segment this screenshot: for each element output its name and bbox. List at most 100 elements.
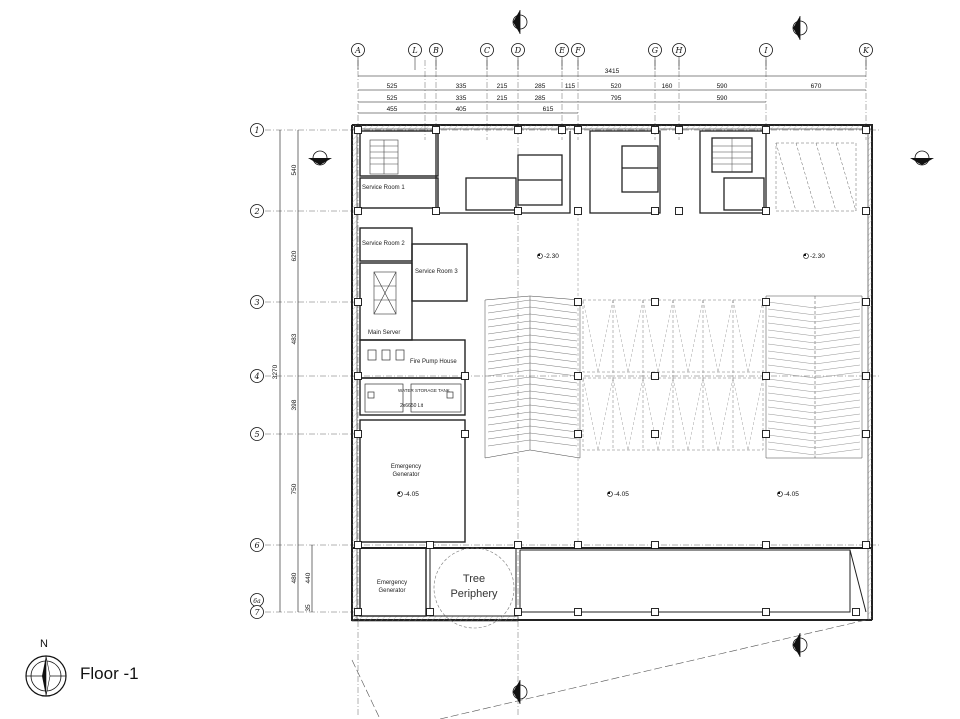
structural-column — [762, 541, 770, 549]
label-service-room-1: Service Room 1 — [362, 185, 405, 191]
dim-left-part: 480 — [291, 572, 298, 583]
dim-top-row3: 615 — [543, 106, 554, 113]
parking-bays — [582, 299, 764, 451]
label-water-tank-size: 2x6650 Lit — [400, 403, 424, 409]
level-value: -2.30 — [544, 253, 559, 260]
site-boundary — [351, 619, 867, 719]
level-value: -4.05 — [784, 491, 799, 498]
column-bubble-B: B — [429, 43, 443, 70]
structural-column — [862, 541, 870, 549]
dim-top-row1: 160 — [662, 83, 673, 90]
structural-column — [514, 608, 522, 616]
dim-top-row3: 455 — [387, 106, 398, 113]
structural-column — [514, 126, 522, 134]
structural-column — [514, 541, 522, 549]
structural-column — [852, 608, 860, 616]
dim-top-row3: 405 — [456, 106, 467, 113]
dim-left-sub: 35 — [305, 604, 312, 612]
dim-top-row2: 285 — [535, 95, 546, 102]
svg-text:F: F — [574, 46, 581, 55]
structural-column — [574, 298, 582, 306]
section-marker-right — [910, 150, 934, 166]
fire-pumps — [367, 349, 405, 361]
section-marker-bottom-2 — [792, 633, 808, 657]
dim-top-row1: 670 — [811, 83, 822, 90]
level-marker: -4.05 — [607, 491, 629, 498]
structural-column — [574, 207, 582, 215]
dim-top-row1: 335 — [456, 83, 467, 90]
svg-text:B: B — [432, 46, 439, 55]
dim-top-row2: 795 — [611, 95, 622, 102]
level-marker: -4.05 — [777, 491, 799, 498]
structural-column — [354, 298, 362, 306]
label-tree-periphery-line2: Periphery — [450, 588, 498, 600]
dim-top-row1: 115 — [565, 83, 576, 90]
toilet-core — [589, 130, 661, 214]
structural-column — [762, 430, 770, 438]
column-bubble-C: C — [480, 43, 494, 70]
structural-column — [651, 126, 659, 134]
structural-column — [651, 207, 659, 215]
ramp-top-right — [775, 142, 857, 212]
structural-column — [762, 298, 770, 306]
structural-column — [574, 541, 582, 549]
level-value: -4.05 — [404, 491, 419, 498]
column-bubble-D: D — [511, 43, 525, 70]
section-marker-top-2 — [792, 16, 808, 40]
structural-column — [762, 372, 770, 380]
dim-total-left: 3270 — [272, 364, 279, 379]
row-bubble-3: 3 — [250, 295, 264, 309]
structural-column — [651, 372, 659, 380]
svg-text:C: C — [484, 46, 490, 55]
structural-column — [354, 541, 362, 549]
section-marker-bottom-1 — [512, 680, 528, 704]
column-bubble-K: K — [859, 43, 873, 70]
level-value: -2.30 — [810, 253, 825, 260]
label-water-tank: WATER STORAGE TANK — [398, 388, 450, 393]
structural-column — [651, 541, 659, 549]
structural-column — [862, 126, 870, 134]
structural-column — [574, 430, 582, 438]
structural-column — [354, 430, 362, 438]
svg-text:4: 4 — [253, 372, 259, 381]
structural-column — [574, 126, 582, 134]
svg-text:2: 2 — [253, 207, 259, 216]
label-service-room-2: Service Room 2 — [362, 241, 405, 247]
svg-text:I: I — [763, 46, 768, 55]
structural-column — [574, 372, 582, 380]
structural-column — [675, 126, 683, 134]
label-emergency-generator-line2: Generator — [392, 472, 419, 478]
dim-top-row1: 285 — [535, 83, 546, 90]
label-emergency-generator-2-line2: Generator — [378, 588, 405, 594]
level-marker: -2.30 — [803, 253, 825, 260]
dim-left-part: 750 — [291, 483, 298, 494]
stair-left — [369, 139, 399, 175]
row-bubble-5: 5 — [250, 427, 264, 441]
structural-column — [432, 126, 440, 134]
svg-text:G: G — [652, 46, 659, 55]
column-bubble-E: E — [555, 43, 569, 70]
structural-column — [514, 207, 522, 215]
structural-column — [558, 126, 566, 134]
structural-column — [862, 430, 870, 438]
level-value: -4.05 — [614, 491, 629, 498]
structural-column — [762, 126, 770, 134]
svg-text:L: L — [411, 46, 417, 55]
structural-column — [862, 298, 870, 306]
server-rack — [373, 271, 397, 315]
structural-column — [426, 608, 434, 616]
structural-column — [862, 207, 870, 215]
svg-text:D: D — [514, 46, 522, 55]
column-bubble-G: G — [648, 43, 662, 70]
structural-column — [354, 126, 362, 134]
label-service-room-3: Service Room 3 — [415, 269, 458, 275]
structural-column — [354, 372, 362, 380]
svg-text:1: 1 — [254, 126, 259, 135]
label-main-server: Main Server — [368, 330, 400, 336]
label-tree-periphery-line1: Tree — [463, 573, 485, 585]
structural-column — [426, 541, 434, 549]
structural-column — [432, 207, 440, 215]
structural-column — [762, 608, 770, 616]
dim-left-part: 398 — [291, 399, 298, 410]
